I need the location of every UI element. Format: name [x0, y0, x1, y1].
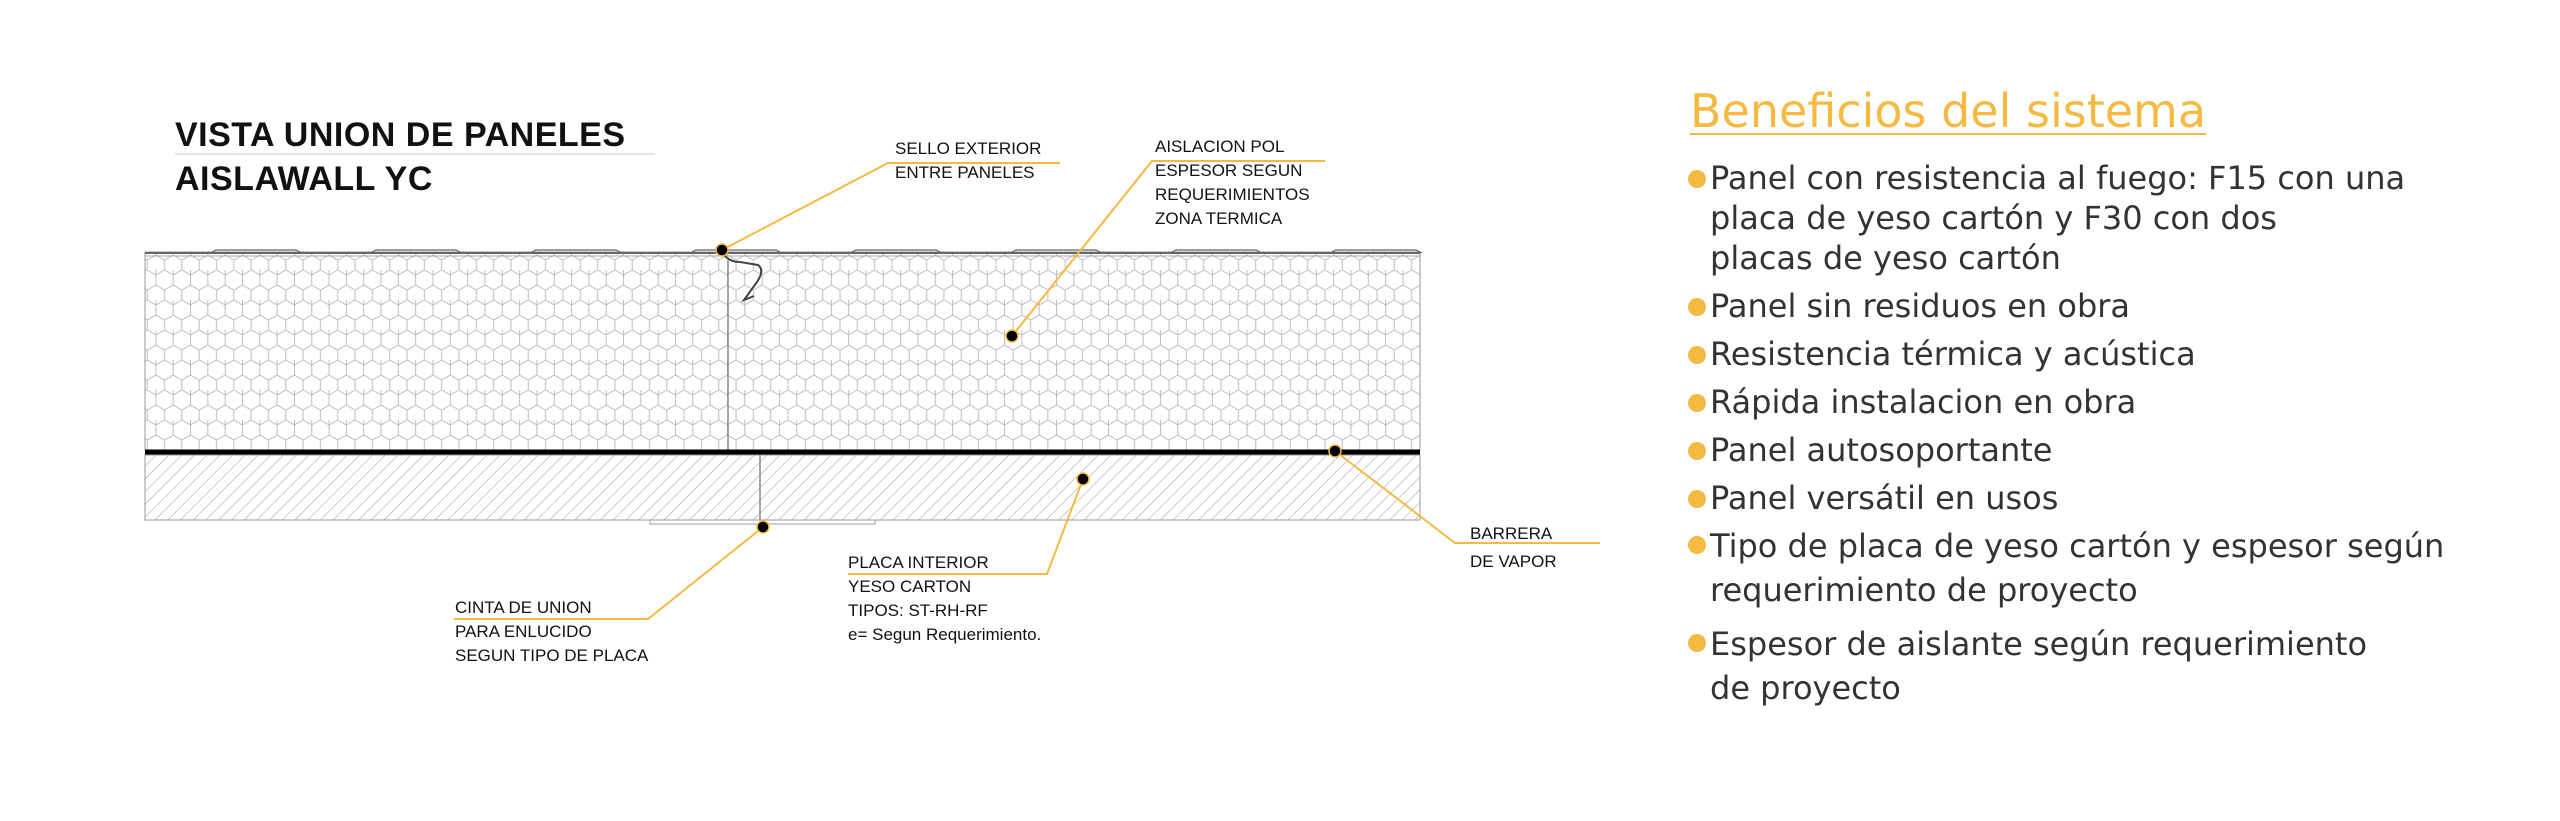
marker-placa	[1076, 472, 1090, 486]
benefit-item: Resistencia térmica y acústica	[1688, 334, 2540, 374]
benefit-text: Resistencia térmica y acústica	[1710, 335, 2196, 373]
marker-cinta	[756, 520, 770, 534]
leader-sello	[721, 162, 1060, 251]
label-barrera: BARRERA DE VAPOR	[1470, 520, 1557, 576]
benefit-text: requerimiento de proyecto	[1710, 571, 2138, 609]
leader-aislacion	[1011, 160, 1325, 337]
label-cinta-line: CINTA DE UNION	[455, 598, 592, 617]
bullet-dot-icon	[1688, 394, 1706, 412]
label-placa-line: YESO CARTON	[848, 577, 972, 596]
label-aislacion: AISLACION POL ESPESOR SEGUN REQUERIMIENT…	[1155, 135, 1310, 231]
drawing-title-line-1: VISTA UNION DE PANELES	[175, 116, 626, 154]
benefit-item: Panel con resistencia al fuego: F15 con …	[1688, 158, 2540, 278]
label-barrera-line: BARRERA	[1470, 524, 1553, 543]
label-sello: SELLO EXTERIOR ENTRE PANELES	[895, 137, 1041, 185]
gypsum-board	[144, 454, 1421, 521]
benefit-item: Tipo de placa de yeso cartón y espesor s…	[1688, 524, 2540, 612]
benefit-item: Rápida instalacion en obra	[1688, 382, 2540, 422]
benefit-item: Panel sin residuos en obra	[1688, 286, 2540, 326]
benefit-item: Panel autosoportante	[1688, 430, 2540, 470]
benefit-text: placas de yeso cartón	[1710, 239, 2061, 277]
label-cinta-line: SEGUN TIPO DE PLACA	[455, 646, 649, 665]
bullet-dot-icon	[1688, 298, 1706, 316]
benefits-panel: Beneficios del sistema Panel con resiste…	[1688, 84, 2540, 718]
label-barrera-line: DE VAPOR	[1470, 552, 1557, 571]
marker-aislacion	[1005, 329, 1019, 343]
benefit-item: Panel versátil en usos	[1688, 478, 2540, 518]
panel-joint-drawing: VISTA UNION DE PANELES AISLAWALL YC SELL…	[144, 116, 1600, 668]
label-aislacion-line: AISLACION POL	[1155, 137, 1285, 156]
benefit-text: Rápida instalacion en obra	[1710, 383, 2137, 421]
bullet-dot-icon	[1688, 490, 1706, 508]
benefit-item: Espesor de aislante según requerimiento d…	[1688, 622, 2540, 710]
label-placa-line: TIPOS: ST-RH-RF	[848, 601, 988, 620]
benefit-text: Panel sin residuos en obra	[1710, 287, 2131, 325]
label-placa-line: e= Segun Requerimiento.	[848, 625, 1042, 644]
benefit-text: Panel versátil en usos	[1710, 479, 2059, 517]
label-cinta-line: PARA ENLUCIDO	[455, 622, 592, 641]
label-aislacion-line: ZONA TERMICA	[1155, 209, 1283, 228]
benefit-text: Panel con resistencia al fuego: F15 con …	[1710, 159, 2406, 197]
label-sello-line: ENTRE PANELES	[895, 163, 1035, 182]
label-placa-line: PLACA INTERIOR	[848, 553, 989, 572]
seal-profile	[721, 251, 763, 303]
label-aislacion-line: ESPESOR SEGUN	[1155, 161, 1303, 180]
benefit-text: de proyecto	[1710, 669, 1901, 707]
bullet-dot-icon	[1688, 170, 1706, 188]
label-sello-line: SELLO EXTERIOR	[895, 139, 1042, 158]
benefit-text: Espesor de aislante según requerimiento	[1710, 625, 2368, 663]
bullet-dot-icon	[1688, 442, 1706, 460]
benefit-text: Tipo de placa de yeso cartón y espesor s…	[1710, 527, 2445, 565]
leader-cinta	[454, 526, 764, 620]
benefit-text: placa de yeso cartón y F30 con dos	[1710, 199, 2277, 237]
marker-barrera	[1328, 444, 1342, 458]
title-underline	[175, 153, 655, 155]
insulation-core	[144, 251, 1421, 451]
label-aislacion-line: REQUERIMIENTOS	[1155, 185, 1310, 204]
benefits-title: Beneficios del sistema	[1690, 84, 2207, 138]
drawing-title-line-2: AISLAWALL YC	[175, 160, 433, 198]
leader-placa	[848, 478, 1084, 575]
label-placa: PLACA INTERIOR YESO CARTON TIPOS: ST-RH-…	[848, 551, 1041, 647]
bullet-dot-icon	[1688, 346, 1706, 364]
leader-barrera	[1334, 450, 1600, 544]
marker-sello	[715, 243, 729, 257]
benefit-text: Panel autosoportante	[1710, 431, 2053, 469]
label-cinta: CINTA DE UNION PARA ENLUCIDO SEGUN TIPO …	[455, 596, 648, 668]
bullet-dot-icon	[1688, 634, 1706, 652]
benefits-list: Panel con resistencia al fuego: F15 con …	[1688, 158, 2540, 710]
bullet-dot-icon	[1688, 536, 1706, 554]
